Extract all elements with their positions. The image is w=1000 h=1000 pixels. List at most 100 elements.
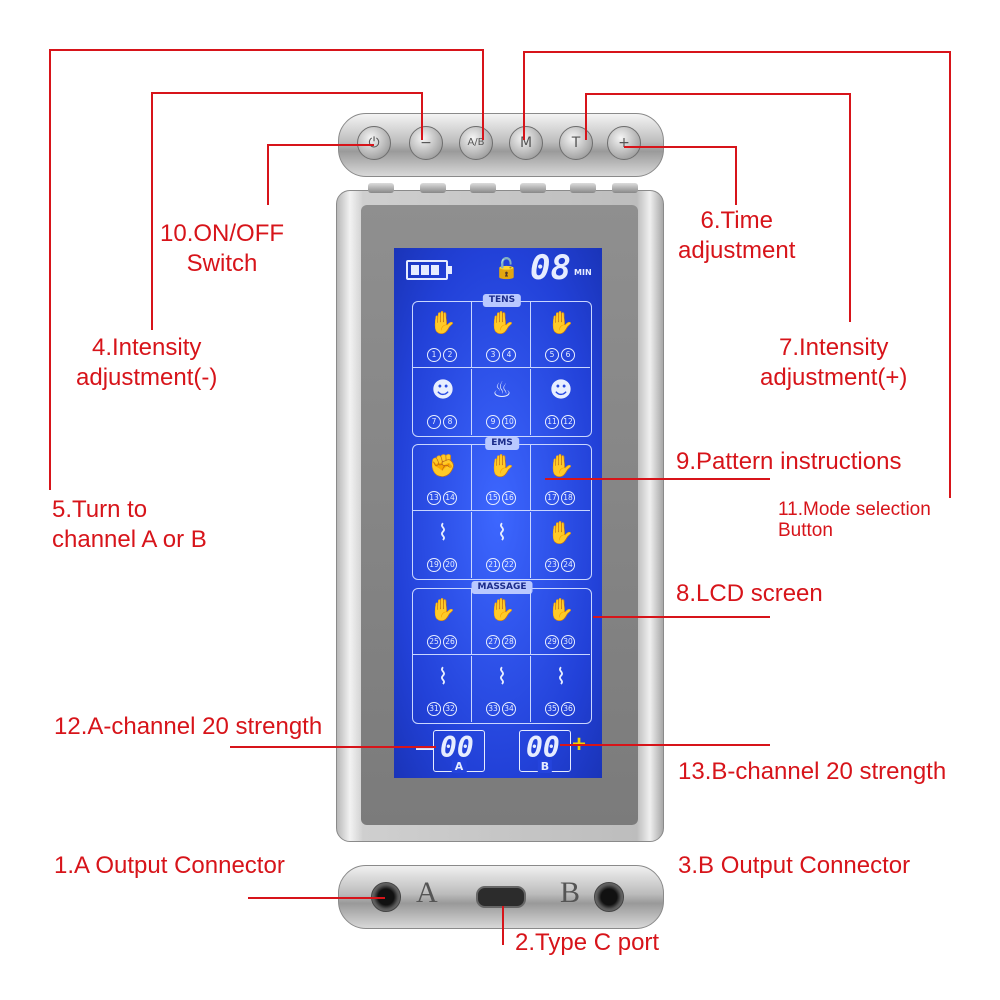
pattern-number: 27 bbox=[486, 635, 500, 649]
channel-b-letter: B bbox=[537, 760, 553, 773]
type-c-port[interactable] bbox=[476, 886, 526, 908]
pattern-illustration-icon: ✋ bbox=[488, 311, 516, 336]
pattern-illustration-icon: ⌇ bbox=[437, 521, 449, 546]
pattern-number: 5 bbox=[545, 348, 559, 362]
pattern-number: 9 bbox=[486, 415, 500, 429]
battery-icon bbox=[406, 260, 452, 280]
label-intensity-plus: 7.Intensity adjustment(+) bbox=[760, 334, 908, 391]
pattern-number: 1 bbox=[427, 348, 441, 362]
pattern-number: 28 bbox=[502, 635, 516, 649]
pattern-number: 36 bbox=[561, 702, 575, 716]
label-b-channel-strength: 13.B-channel 20 strength bbox=[678, 758, 947, 785]
label-lcd-screen: 8.LCD screen bbox=[676, 580, 823, 607]
power-button[interactable]: ⏻ bbox=[357, 126, 391, 160]
label-mode-selection: 11.Mode selection Button bbox=[778, 499, 931, 541]
pattern-illustration-icon: ✊ bbox=[429, 454, 457, 479]
mode-button[interactable]: M bbox=[509, 126, 543, 160]
port-b-label: B bbox=[560, 876, 581, 909]
pattern-number: 31 bbox=[427, 702, 441, 716]
top-edge-button bbox=[612, 183, 638, 193]
pattern-illustration-icon: ♨ bbox=[492, 378, 512, 403]
pattern-number: 15 bbox=[486, 491, 500, 505]
pattern-illustration-icon: ⌇ bbox=[437, 665, 449, 690]
a-output-port[interactable] bbox=[371, 882, 401, 912]
channel-b-value: 00 bbox=[526, 731, 560, 764]
pattern-number: 16 bbox=[502, 491, 516, 505]
pattern-number: 17 bbox=[545, 491, 559, 505]
b-output-port[interactable] bbox=[594, 882, 624, 912]
pattern-illustration-icon: ✋ bbox=[547, 598, 575, 623]
pattern-illustration-icon: ✋ bbox=[547, 521, 575, 546]
label-pattern-instructions: 9.Pattern instructions bbox=[676, 448, 902, 475]
channel-a-value: 00 bbox=[440, 731, 474, 764]
intensity-minus-button[interactable]: − bbox=[409, 126, 443, 160]
top-edge-button bbox=[570, 183, 596, 193]
pattern-number: 8 bbox=[443, 415, 457, 429]
pattern-number: 10 bbox=[502, 415, 516, 429]
pattern-number: 22 bbox=[502, 558, 516, 572]
pattern-number: 18 bbox=[561, 491, 575, 505]
pattern-illustration-icon: ✋ bbox=[547, 454, 575, 479]
pattern-number: 2 bbox=[443, 348, 457, 362]
pattern-number: 11 bbox=[545, 415, 559, 429]
channel-a-display: 00 A bbox=[433, 730, 485, 773]
channel-b-plus: + bbox=[572, 731, 587, 758]
pattern-illustration-icon: ✋ bbox=[547, 311, 575, 336]
top-edge-button bbox=[470, 183, 496, 193]
pattern-number: 7 bbox=[427, 415, 441, 429]
top-button-bar: ⏻ − A/B M T + bbox=[338, 113, 664, 177]
pattern-illustration-icon: ⌇ bbox=[496, 521, 508, 546]
channel-a-letter: A bbox=[451, 760, 467, 773]
pattern-number: 35 bbox=[545, 702, 559, 716]
time-button[interactable]: T bbox=[559, 126, 593, 160]
pattern-number: 6 bbox=[561, 348, 575, 362]
label-a-channel-strength: 12.A-channel 20 strength bbox=[54, 713, 323, 740]
pattern-illustration-icon: ☻ bbox=[431, 378, 455, 403]
intensity-plus-button[interactable]: + bbox=[607, 126, 641, 160]
timer-unit: MIN bbox=[574, 268, 592, 277]
pattern-illustration-icon: ☻ bbox=[549, 378, 573, 403]
pattern-illustration-icon: ✋ bbox=[488, 598, 516, 623]
channel-ab-button[interactable]: A/B bbox=[459, 126, 493, 160]
label-b-output: 3.B Output Connector bbox=[678, 852, 911, 879]
pattern-number: 4 bbox=[502, 348, 516, 362]
pattern-number: 30 bbox=[561, 635, 575, 649]
label-on-off: 10.ON/OFF Switch bbox=[160, 220, 285, 277]
label-a-output: 1.A Output Connector bbox=[54, 852, 285, 879]
label-channel-ab: 5.Turn to channel A or B bbox=[52, 496, 207, 553]
pattern-panel-title: EMS bbox=[485, 437, 519, 450]
pattern-illustration-icon: ✋ bbox=[429, 311, 457, 336]
pattern-number: 26 bbox=[443, 635, 457, 649]
pattern-number: 29 bbox=[545, 635, 559, 649]
pattern-illustration-icon: ⌇ bbox=[496, 665, 508, 690]
pattern-illustration-icon: ⌇ bbox=[555, 665, 567, 690]
pattern-panel-title: TENS bbox=[482, 294, 522, 307]
pattern-number: 12 bbox=[561, 415, 575, 429]
timer-display: 08 bbox=[530, 248, 571, 288]
channel-a-minus: — bbox=[416, 738, 434, 758]
pattern-panel-title: MASSAGE bbox=[471, 581, 533, 594]
pattern-illustration-icon: ✋ bbox=[488, 454, 516, 479]
pattern-number: 13 bbox=[427, 491, 441, 505]
label-intensity-minus: 4.Intensity adjustment(-) bbox=[76, 334, 218, 391]
label-time-adjustment: 6.Time adjustment bbox=[678, 207, 796, 264]
port-a-label: A bbox=[416, 876, 438, 909]
